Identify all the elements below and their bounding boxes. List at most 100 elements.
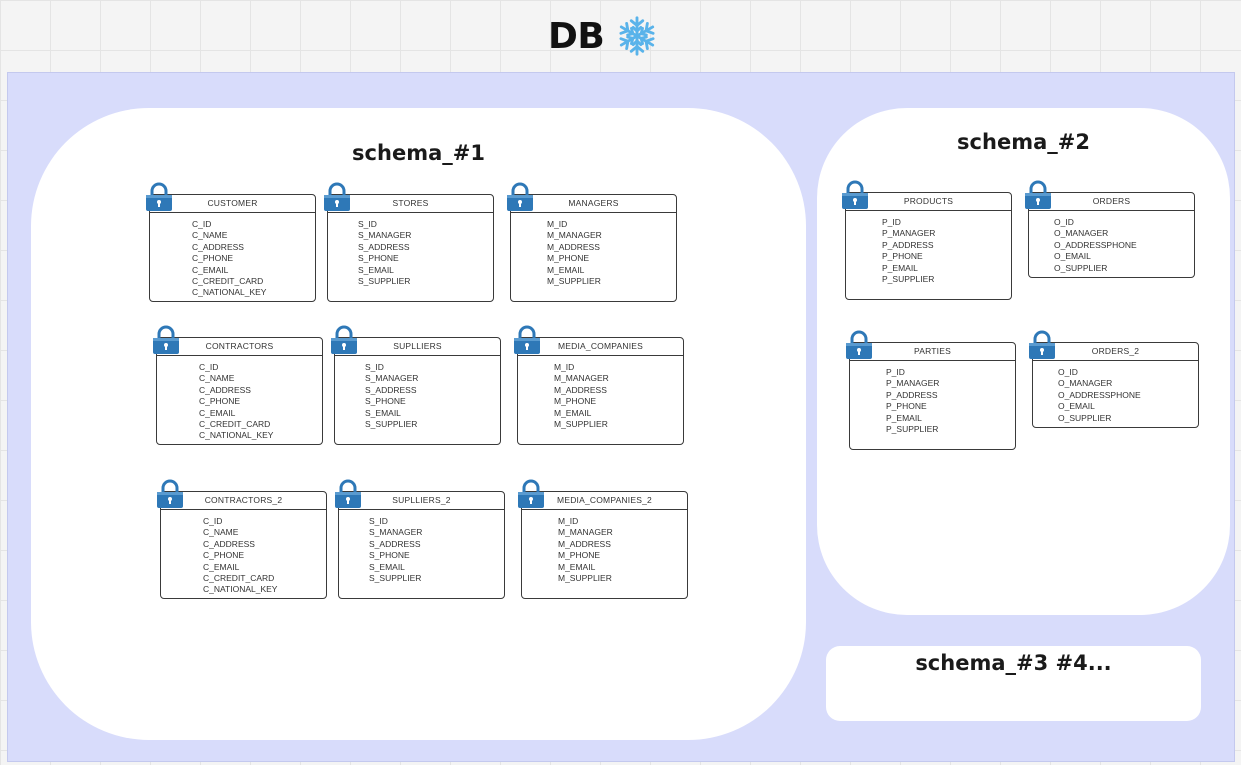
table-field: P_MANAGER — [886, 378, 940, 389]
table-field: O_MANAGER — [1058, 378, 1113, 389]
table-field: C_NATIONAL_KEY — [199, 430, 274, 441]
table-field: O_ADDRESSPHONE — [1054, 239, 1137, 250]
table-field: S_SUPPLIER — [358, 276, 411, 287]
lock-icon — [145, 182, 173, 212]
table-field: O_MANAGER — [1054, 228, 1109, 239]
table-field: P_EMAIL — [886, 412, 922, 423]
table-field: P_ID — [886, 367, 905, 377]
table-field: M_MANAGER — [558, 527, 613, 538]
table-field: S_PHONE — [358, 253, 399, 264]
table-field: M_ADDRESS — [554, 384, 607, 395]
table-field: C_PHONE — [192, 253, 234, 264]
lock-icon — [506, 182, 534, 212]
table-field: S_ID — [369, 516, 388, 526]
table-name: CONTRACTORS — [157, 338, 322, 356]
table-field: M_PHONE — [558, 550, 601, 561]
table-field: C_PHONE — [199, 396, 241, 407]
table-name: ORDERS — [1029, 193, 1194, 211]
table-field: M_EMAIL — [554, 407, 592, 418]
table-field: S_EMAIL — [365, 407, 401, 418]
table-field: C_EMAIL — [203, 561, 240, 572]
table-name: PRODUCTS — [846, 193, 1011, 211]
table-field: C_CREDIT_CARD — [203, 573, 275, 584]
table-field: O_ADDRESSPHONE — [1058, 389, 1141, 400]
table-name: SUPLLIERS_2 — [339, 492, 504, 510]
schema-1-title: schema_#1 — [352, 141, 485, 165]
table-field: M_SUPPLIER — [554, 419, 608, 430]
table-name: CUSTOMER — [150, 195, 315, 213]
table-field: C_NATIONAL_KEY — [192, 287, 267, 298]
table-field: S_MANAGER — [358, 230, 412, 241]
table-field: S_ADDRESS — [369, 538, 421, 549]
table-field: O_SUPPLIER — [1058, 412, 1112, 423]
table-field: M_ADDRESS — [558, 538, 611, 549]
lock-icon — [1024, 180, 1052, 210]
schema-3-panel[interactable]: schema_#3 #4... — [826, 646, 1201, 721]
table-field: M_MANAGER — [547, 230, 602, 241]
table-field: S_MANAGER — [369, 527, 423, 538]
table-field: M_EMAIL — [547, 264, 585, 275]
table-field: S_ID — [358, 219, 377, 229]
table-field: M_ADDRESS — [547, 241, 600, 252]
snowflake-icon — [617, 16, 658, 56]
table-name: CONTRACTORS_2 — [161, 492, 326, 510]
table-field: M_EMAIL — [558, 561, 596, 572]
table-field: O_ID — [1054, 217, 1074, 227]
table-field: P_ADDRESS — [886, 389, 938, 400]
lock-icon — [334, 479, 362, 509]
table-field: P_SUPPLIER — [886, 424, 939, 435]
table-field: S_ADDRESS — [358, 241, 410, 252]
table-field: C_ID — [192, 219, 212, 229]
board-title: DB — [548, 10, 658, 62]
table-field: S_PHONE — [369, 550, 410, 561]
table-field: M_SUPPLIER — [558, 573, 612, 584]
title-text: DB — [548, 15, 605, 57]
table-name: STORES — [328, 195, 493, 213]
table-field: P_EMAIL — [882, 262, 918, 273]
table-field: M_PHONE — [547, 253, 590, 264]
table-field: C_NAME — [203, 527, 239, 538]
table-name: ORDERS_2 — [1033, 343, 1198, 361]
table-field: C_ADDRESS — [192, 241, 244, 252]
table-field: P_ADDRESS — [882, 239, 934, 250]
table-field: P_PHONE — [886, 401, 927, 412]
table-field: C_EMAIL — [199, 407, 236, 418]
table-field: O_SUPPLIER — [1054, 262, 1108, 273]
table-name: MEDIA_COMPANIES_2 — [522, 492, 687, 510]
table-field: M_SUPPLIER — [547, 276, 601, 287]
table-field: C_CREDIT_CARD — [192, 276, 264, 287]
table-field: M_ID — [547, 219, 568, 229]
table-field: M_ID — [558, 516, 579, 526]
table-name: PARTIES — [850, 343, 1015, 361]
lock-icon — [517, 479, 545, 509]
table-field: P_PHONE — [882, 251, 923, 262]
table-field: C_NATIONAL_KEY — [203, 584, 278, 595]
table-field: S_SUPPLIER — [369, 573, 422, 584]
table-name: MANAGERS — [511, 195, 676, 213]
